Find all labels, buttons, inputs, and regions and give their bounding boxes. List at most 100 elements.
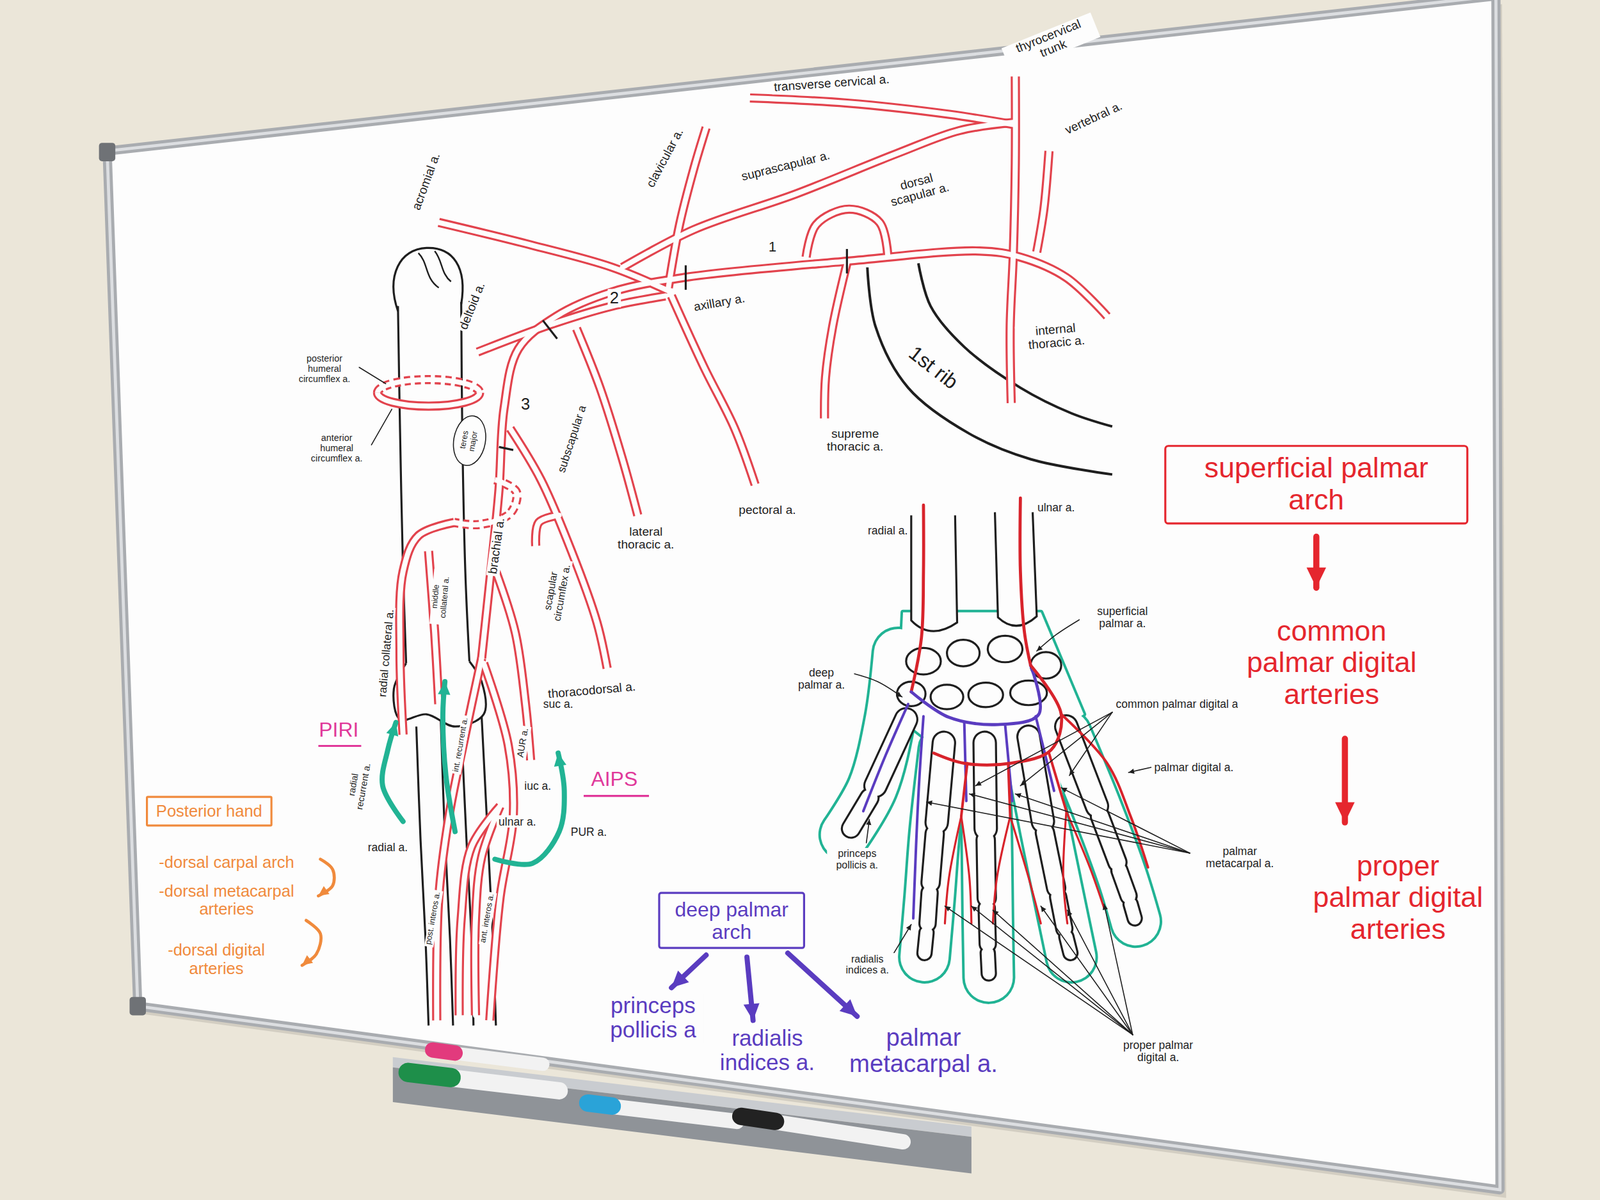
- callout-number: 2: [608, 289, 622, 308]
- carpal-bone: [987, 635, 1023, 662]
- recurrent-arrow-head: [554, 753, 567, 767]
- recurrent-arrow-head: [386, 722, 399, 737]
- branch-label: palmar metacarpal a.: [839, 1024, 1007, 1078]
- recurrent-arrow: [382, 722, 404, 822]
- finger-bone-fill: [984, 743, 987, 829]
- branch-label: common palmar digital arteries: [1237, 616, 1426, 711]
- carpal-bone: [968, 682, 1003, 708]
- artery-wall: [1036, 151, 1049, 253]
- artery-lumen: [750, 97, 1014, 125]
- artery-wall: [535, 515, 560, 546]
- artery-lumen: [1036, 151, 1049, 253]
- artery-label: common palmar digital a.: [1113, 697, 1243, 710]
- leader-line-head: [1015, 792, 1021, 799]
- circumflex-lumen: [377, 392, 480, 407]
- finger-bone-outline: [930, 833, 935, 884]
- artery-lumen: [477, 295, 665, 352]
- leader-line: [992, 910, 1133, 1035]
- arch-box: superficial palmar arch: [1164, 444, 1469, 525]
- branch-label: princeps pollicis a: [602, 993, 704, 1044]
- artery-label: supreme thoracic a.: [817, 427, 893, 455]
- leader-line-head: [906, 924, 912, 932]
- tray-front: [392, 1067, 972, 1174]
- finger-bone-outline: [1119, 870, 1129, 896]
- branch-label: proper palmar digital arteries: [1309, 850, 1487, 945]
- flow-arrow-head: [743, 1002, 760, 1021]
- carpal-bone: [906, 647, 941, 674]
- branch-label: radialis indices a.: [706, 1026, 829, 1076]
- artery-lumen: [458, 806, 500, 1016]
- first-rib: [867, 263, 1113, 475]
- finger-bone-outline: [927, 892, 930, 924]
- finger-bone-outline: [1066, 726, 1097, 806]
- marker-cap: [408, 1072, 452, 1078]
- leader-line-head: [1020, 780, 1026, 786]
- finger-bone-outline: [1130, 904, 1135, 919]
- artery-label: iuc a.: [522, 779, 553, 792]
- artery-lumen: [622, 122, 1014, 267]
- carpal-bone: [930, 684, 964, 710]
- finger-bone-fill: [987, 952, 989, 974]
- flow-arrow-head: [671, 970, 689, 989]
- artery-label: anterior humeral circumflex a.: [303, 433, 371, 464]
- artery-label: superficial palmar a.: [1079, 604, 1166, 630]
- node-text: teres major: [457, 421, 482, 461]
- recurrent-arrow-head: [437, 681, 450, 696]
- leader-line-head: [896, 691, 903, 697]
- finger-bone-fill: [927, 892, 930, 924]
- finger-bone-outline: [987, 952, 989, 974]
- artery-lumen: [474, 806, 500, 1016]
- artery-lumen: [671, 295, 756, 485]
- marker-cap: [741, 1116, 776, 1122]
- leader-line: [1020, 712, 1112, 786]
- artery-label: radial a.: [865, 524, 911, 537]
- hand-artery: [863, 704, 909, 811]
- hand-artery: [1009, 816, 1041, 924]
- artery-label: pectoral a.: [736, 503, 799, 518]
- flow-arrow: [302, 920, 322, 966]
- artery-label: radial a.: [365, 840, 410, 854]
- leader-line-head: [944, 906, 951, 912]
- leader-line-head: [1036, 645, 1043, 651]
- leader-line: [1036, 618, 1082, 651]
- region-box: Posterior hand: [145, 796, 273, 827]
- leader-line-head: [969, 792, 976, 799]
- finger-bone-outline: [986, 908, 989, 944]
- finger-bone-fill: [1119, 870, 1129, 896]
- artery-wall: [439, 222, 669, 292]
- leader-line: [853, 673, 903, 697]
- recurrent-arrow: [442, 681, 456, 832]
- finger-bone-fill: [875, 719, 907, 786]
- hand-artery: [1063, 811, 1067, 924]
- artery-lumen: [481, 250, 1108, 658]
- artery-lumen: [576, 328, 639, 516]
- finger-bone-fill: [924, 932, 927, 953]
- hand-artery: [1066, 811, 1104, 909]
- leader-line: [359, 367, 386, 384]
- hand-artery: [1008, 763, 1010, 817]
- leader-line: [1067, 910, 1133, 1035]
- artery-label: suc a.: [541, 697, 576, 710]
- mnemonic: PIRI: [316, 718, 361, 741]
- artery-wall: [750, 97, 1014, 125]
- mnemonic: AIPS: [588, 767, 640, 790]
- ulna-bone: [995, 512, 1037, 626]
- hand-leaders: [853, 618, 1190, 1035]
- leader-line-head: [971, 906, 978, 912]
- artery-lumen: [535, 515, 560, 546]
- hand-artery: [911, 504, 924, 692]
- artery-label: deep palmar a.: [788, 666, 854, 692]
- circumflex-ring-back: [377, 379, 480, 393]
- leader-line: [1104, 904, 1133, 1035]
- marker-cap: [432, 1050, 456, 1054]
- artery-wall: [824, 263, 847, 418]
- finger-bone-fill: [1045, 832, 1057, 888]
- list-item: -dorsal metacarpal arteries: [147, 881, 306, 918]
- finger-bone-outline: [924, 932, 927, 953]
- artery-lumens: [377, 76, 1108, 1021]
- hand-artery: [992, 816, 1010, 924]
- flow-arrow-head: [302, 955, 313, 966]
- leader-line: [1015, 793, 1190, 853]
- flow-arrow-head: [318, 885, 329, 896]
- hand-drawing: [844, 497, 1149, 978]
